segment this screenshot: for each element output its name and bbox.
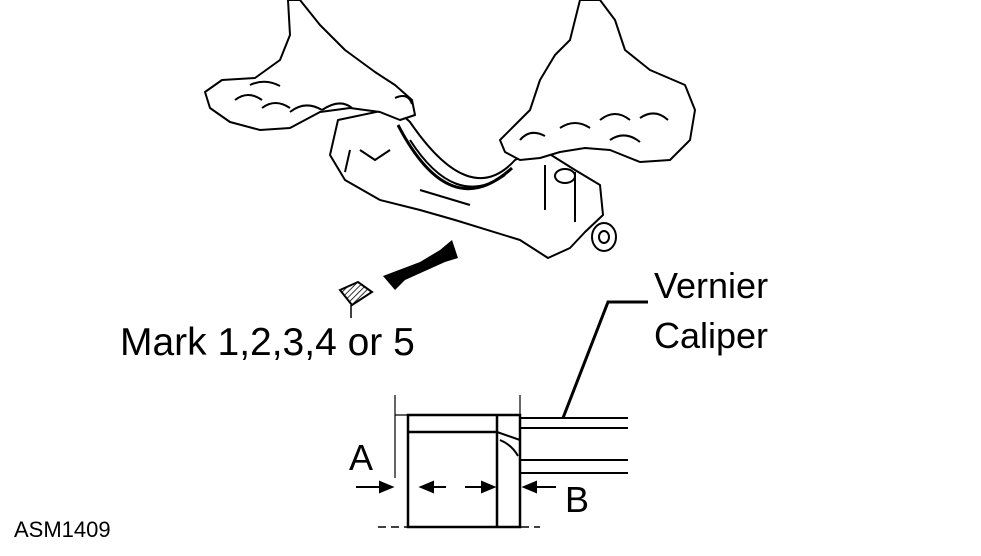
caliper-leader-line (561, 300, 648, 419)
caliper-label-line2: Caliper (654, 315, 769, 356)
mark-label: Mark 1,2,3,4 or 5 (120, 321, 415, 364)
bearing-cap-drawing (329, 107, 617, 259)
dimension-arrows (356, 480, 556, 494)
dimension-a-label: A (349, 437, 374, 478)
right-hand-drawing (499, 0, 696, 163)
dimension-b-label: B (565, 479, 590, 520)
mark-symbol (338, 280, 374, 318)
left-hand-drawing (204, 0, 416, 131)
measurement-detail (378, 395, 628, 529)
figure-id: ASM1409 (14, 517, 111, 542)
caliper-label-line1: Vernier (654, 265, 769, 306)
pointer-arrow (383, 240, 458, 290)
